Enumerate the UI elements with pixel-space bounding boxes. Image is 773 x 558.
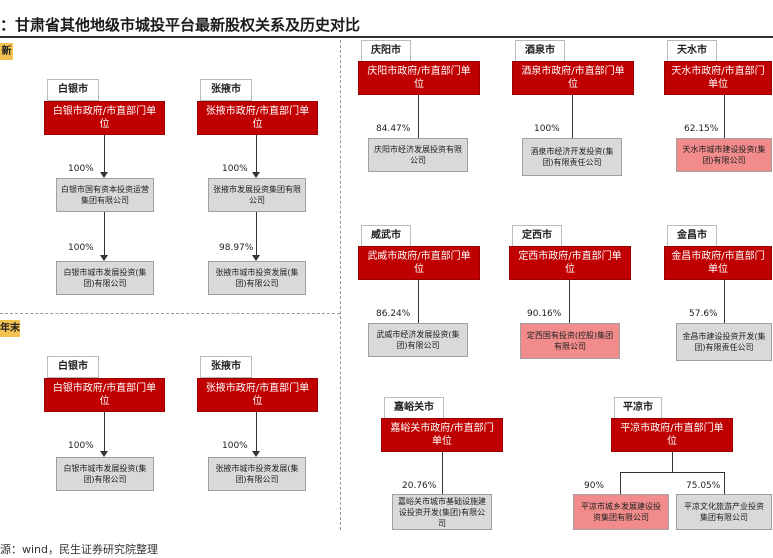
baiyin-gov-box: 白银市政府/市直部门单位 [44, 378, 165, 412]
dingxi-entity: 定西国有投资(控股)集团有限公司 [520, 323, 620, 359]
arrow-icon [100, 255, 108, 261]
connector [104, 212, 105, 256]
share-pct: 100% [68, 441, 94, 451]
connector [620, 472, 621, 494]
qingyang-gov-box: 庆阳市政府/市直部门单位 [358, 61, 480, 95]
tianshui-label: 天水市 [667, 40, 717, 62]
vertical-divider [340, 40, 341, 530]
jinchang-label: 金昌市 [667, 225, 717, 247]
jiuquan-gov-box: 酒泉市政府/市直部门单位 [512, 61, 634, 95]
connector [724, 280, 725, 323]
connector [104, 135, 105, 173]
pingliang-gov-box: 平凉市政府/市直部门单位 [611, 418, 733, 452]
share-pct: 75.05% [686, 481, 721, 491]
zhangye-entity-2: 张掖市城市投资发展(集团)有限公司 [208, 261, 306, 295]
zhangye-entity: 张掖市城市投资发展(集团)有限公司 [208, 457, 306, 491]
baiyin-gov-box: 白银市政府/市直部门单位 [44, 101, 165, 135]
baiyin-label: 白银市 [47, 79, 99, 101]
arrow-icon [100, 451, 108, 457]
zhangye-gov-box: 张掖市政府/市直部门单位 [197, 378, 318, 412]
title-rule [0, 36, 773, 38]
arrow-icon [252, 451, 260, 457]
arrow-icon [100, 172, 108, 178]
baiyin-entity: 白银市城市发展投资(集团)有限公司 [56, 457, 154, 491]
source-note: 源：wind，民生证券研究院整理 [0, 543, 159, 556]
connector [572, 95, 573, 138]
share-pct: 90% [584, 481, 605, 491]
jiayuguan-entity: 嘉峪关市城市基础设施建设投资开发(集团)有限公司 [392, 494, 492, 530]
connector [724, 95, 725, 138]
jiayuguan-gov-box: 嘉峪关市政府/市直部门单位 [381, 418, 503, 452]
jiuquan-entity: 酒泉市经济开发投资(集团)有限责任公司 [522, 138, 622, 176]
qingyang-label: 庆阳市 [361, 40, 411, 62]
wuwei-entity: 武威市经济发展投资(集团)有限公司 [368, 323, 468, 357]
share-pct: 100% [68, 243, 94, 253]
qingyang-entity: 庆阳市经济发展投资有限公司 [368, 138, 468, 172]
jinchang-gov-box: 金昌市政府/市直部门单位 [664, 246, 772, 280]
horizontal-divider [0, 313, 340, 314]
connector [672, 452, 673, 472]
zhangye-label: 张掖市 [200, 356, 252, 378]
jinchang-entity: 金昌市建设投资开发(集团)有限责任公司 [676, 323, 772, 361]
connector [569, 280, 570, 323]
pingliang-entity-b: 平凉文化旅游产业投资集团有限公司 [676, 494, 772, 530]
share-pct: 86.24% [376, 309, 411, 319]
tianshui-gov-box: 天水市政府/市直部门单位 [664, 61, 772, 95]
connector [256, 212, 257, 256]
baiyin-entity-2: 白银市城市发展投资(集团)有限公司 [56, 261, 154, 295]
zhangye-entity-1: 张掖市发展投资集团有限公司 [208, 178, 306, 212]
pingliang-label: 平凉市 [614, 397, 662, 419]
connector [442, 452, 443, 494]
pingliang-entity-a: 平凉市城乡发展建设投资集团有限公司 [573, 494, 669, 530]
tianshui-entity: 天水市城市建设投资(集团)有限公司 [676, 138, 772, 172]
connector [256, 412, 257, 452]
connector [620, 472, 725, 473]
wuwei-label: 威武市 [361, 225, 411, 247]
share-pct: 100% [68, 164, 94, 174]
jiayuguan-label: 嘉峪关市 [384, 397, 444, 419]
baiyin-label: 白银市 [47, 356, 99, 378]
zhangye-gov-box: 张掖市政府/市直部门单位 [197, 101, 318, 135]
wuwei-gov-box: 武威市政府/市直部门单位 [358, 246, 480, 280]
share-pct: 62.15% [684, 124, 719, 134]
arrow-icon [252, 255, 260, 261]
latest-tag: 新 [0, 43, 13, 60]
connector [418, 95, 419, 138]
dingxi-gov-box: 定西市政府/市直部门单位 [509, 246, 631, 280]
share-pct: 100% [222, 164, 248, 174]
share-pct: 90.16% [527, 309, 562, 319]
connector [418, 280, 419, 323]
jiuquan-label: 酒泉市 [515, 40, 565, 62]
dingxi-label: 定西市 [512, 225, 562, 247]
share-pct: 100% [222, 441, 248, 451]
year-end-tag: 年末 [0, 320, 20, 337]
arrow-icon [252, 172, 260, 178]
share-pct: 57.6% [689, 309, 718, 319]
share-pct: 100% [534, 124, 560, 134]
connector [724, 472, 725, 494]
page-title: ：甘肃省其他地级市城投平台最新股权关系及历史对比 [0, 16, 361, 34]
connector [104, 412, 105, 452]
connector [256, 135, 257, 173]
share-pct: 84.47% [376, 124, 411, 134]
share-pct: 98.97% [219, 243, 254, 253]
share-pct: 20.76% [402, 481, 437, 491]
zhangye-label: 张掖市 [200, 79, 252, 101]
baiyin-entity-1: 白银市国有资本投资运营集团有限公司 [56, 178, 154, 212]
